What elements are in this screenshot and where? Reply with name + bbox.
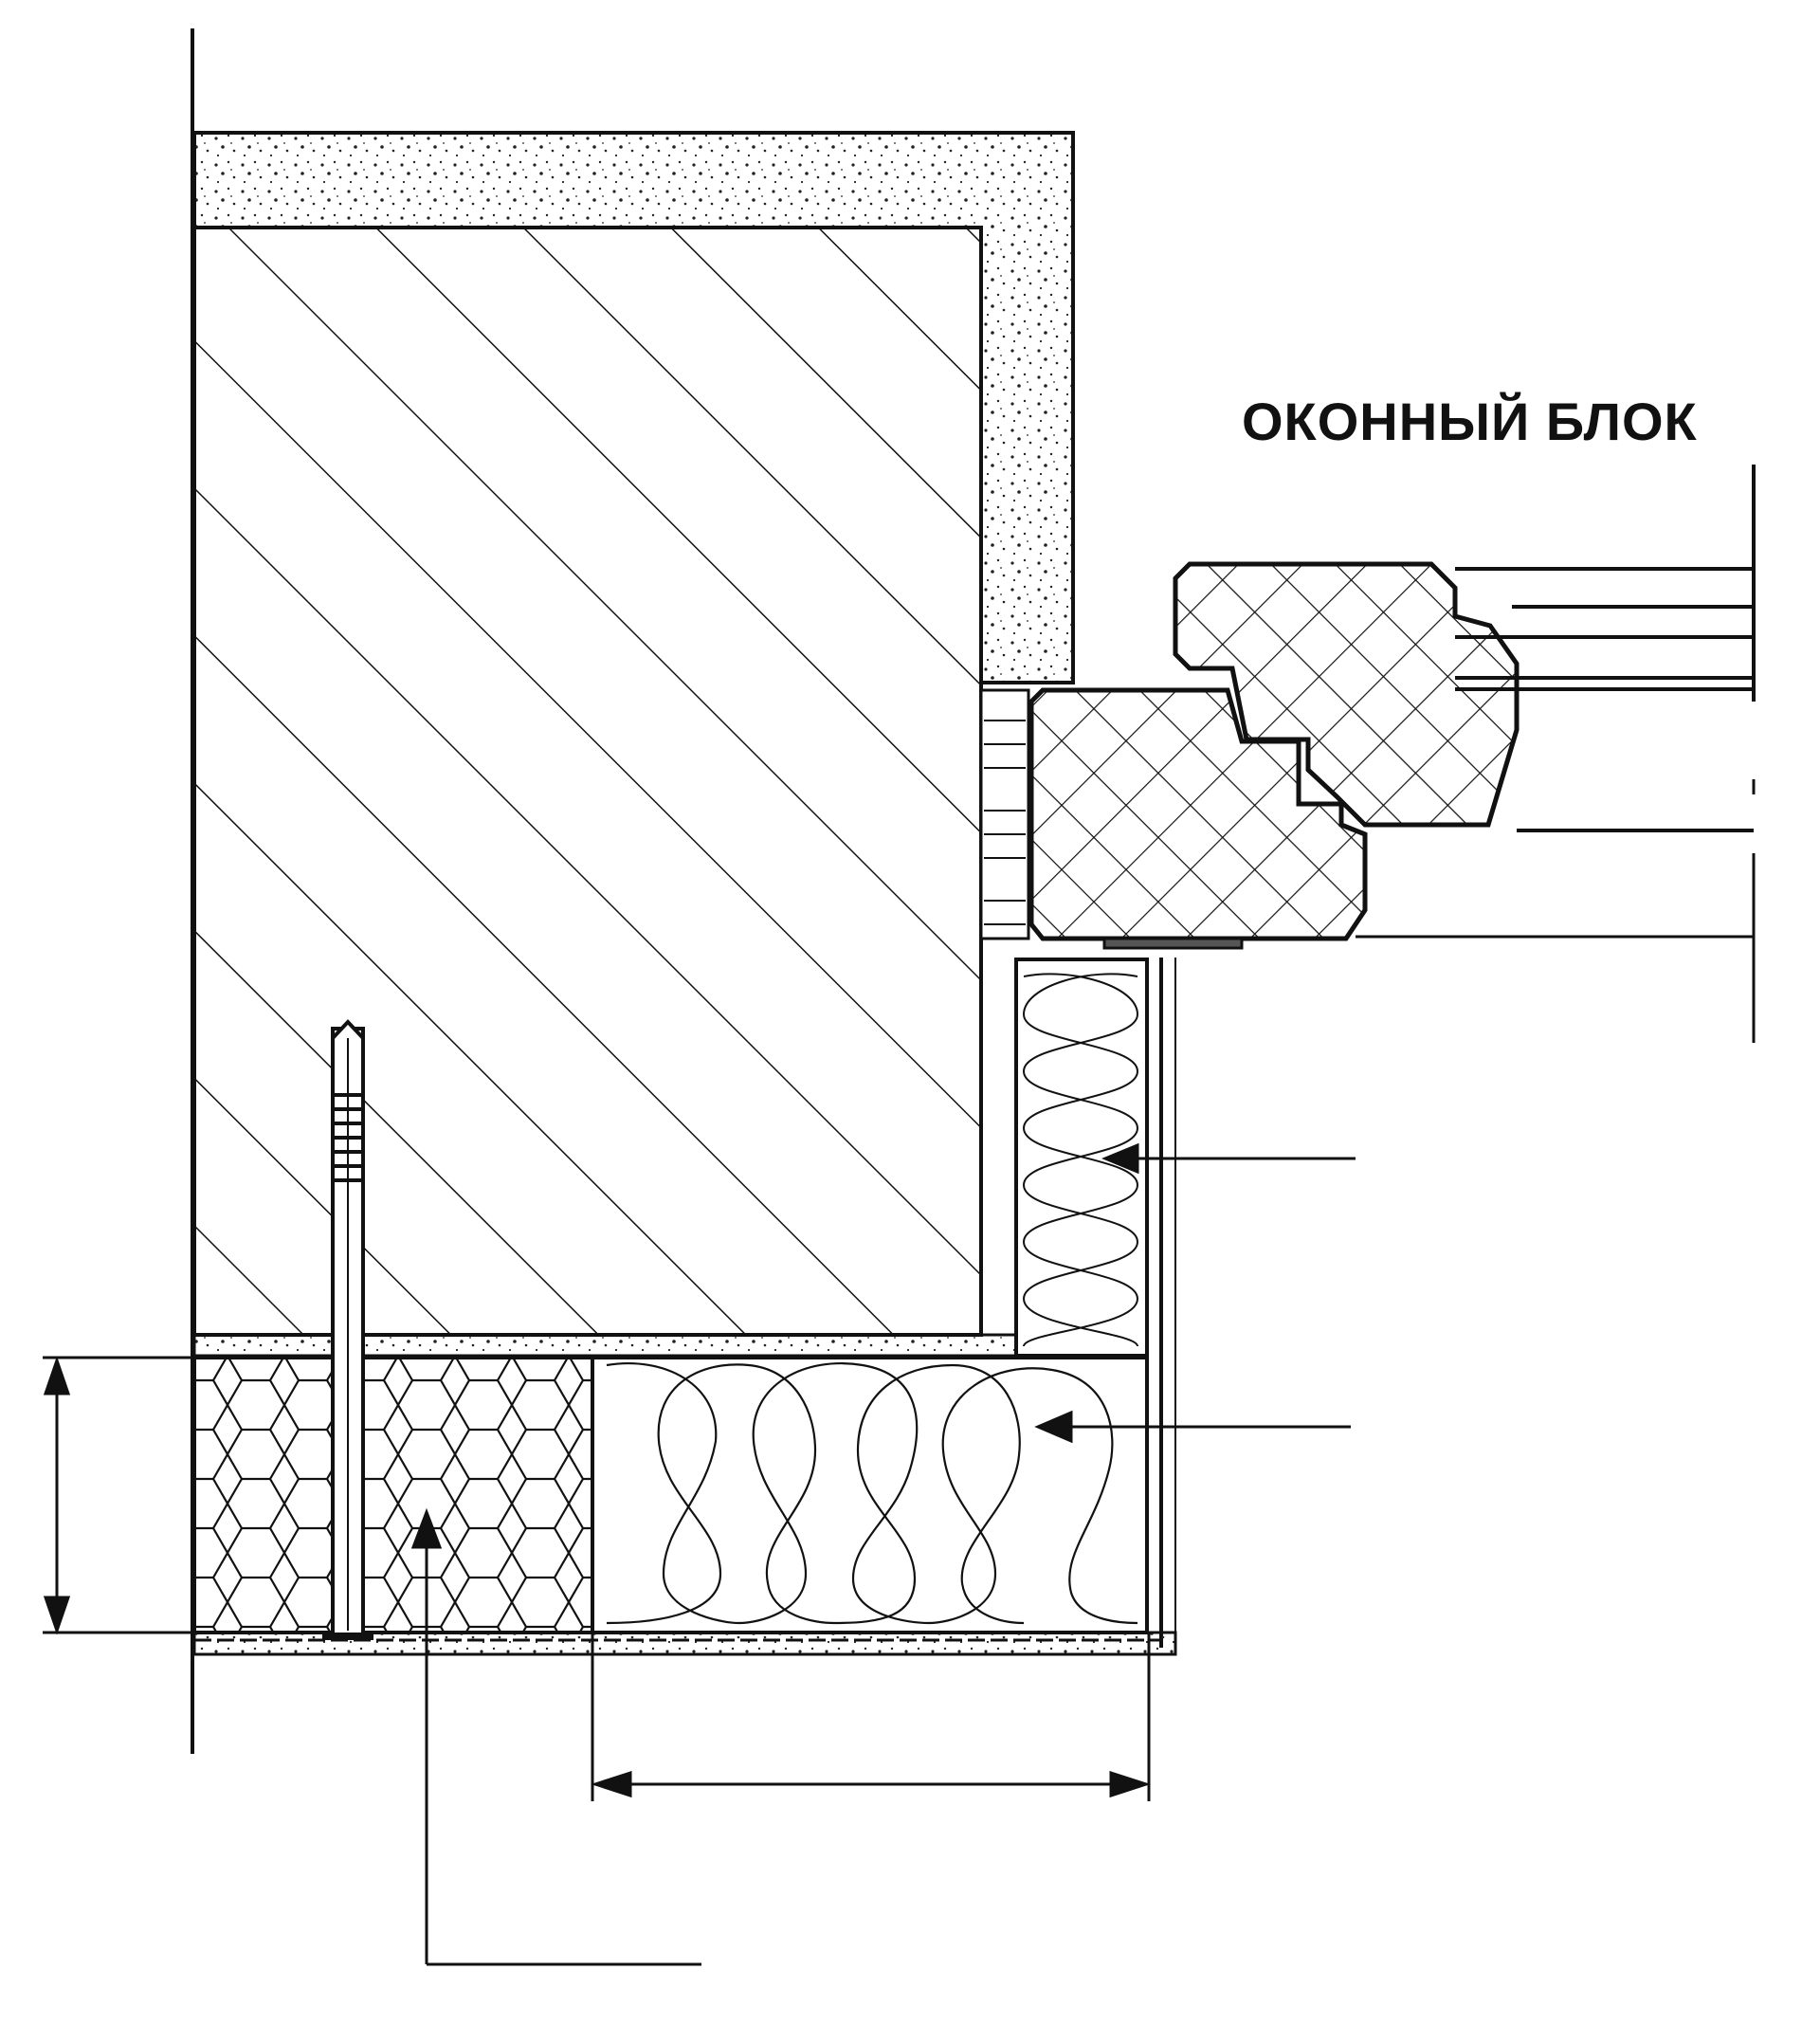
glazing-break-lines xyxy=(1356,779,1756,1043)
dimension-horizontal xyxy=(591,1633,1151,1801)
anchor-dowel xyxy=(322,1019,373,1640)
window-block-label: ОКОННЫЙ БЛОК xyxy=(1242,392,1698,451)
dimension-vertical xyxy=(43,1356,194,1635)
seal-hatch xyxy=(984,720,1026,925)
glazing-unit xyxy=(1455,465,1756,832)
leader-reveal-insulation xyxy=(1101,1142,1356,1175)
window-sash-profile xyxy=(1173,561,1520,828)
frame-joint-seal xyxy=(979,688,1030,940)
leader-eps-insulation xyxy=(410,1507,701,1966)
leader-mineral-wool xyxy=(1034,1410,1351,1444)
base-render-coat xyxy=(192,1631,1177,1656)
mineral-wool-pattern xyxy=(606,1362,1138,1625)
eps-insulation-panel xyxy=(192,1356,594,1634)
reveal-insulation-wool xyxy=(1022,973,1139,1347)
masonry-wall xyxy=(192,226,983,1337)
sill-flashing xyxy=(1102,937,1244,950)
